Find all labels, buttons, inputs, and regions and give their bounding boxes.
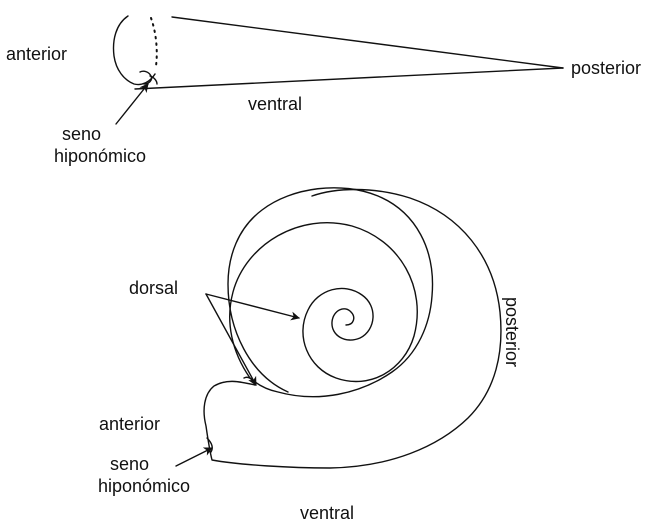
- coiled-shell-inner-spiral: [230, 223, 418, 382]
- coiled-shell-dorsal-arrow-outer: [206, 294, 256, 385]
- coiled-shell-outer-wall: [204, 190, 501, 469]
- coiled-shell-label-dorsal: dorsal: [129, 278, 178, 298]
- orthocone-aperture: [114, 16, 155, 85]
- orthocone-dorsal-edge: [172, 17, 563, 68]
- orthocone-label-anterior: anterior: [6, 44, 67, 64]
- coiled-shell-outer-whorl: [228, 188, 433, 397]
- coiled-shell-sinus-arrow: [176, 448, 212, 466]
- coiled-shell-label-posterior: posterior: [502, 297, 522, 367]
- coiled-shell-diagram: dorsal anterior seno hiponómico ventral …: [98, 188, 522, 523]
- orthocone-label-posterior: posterior: [571, 58, 641, 78]
- orthocone-label-ventral: ventral: [248, 94, 302, 114]
- orthocone-diagram: anterior posterior ventral seno hiponómi…: [6, 16, 641, 166]
- coiled-shell-label-ventral: ventral: [300, 503, 354, 523]
- coiled-shell-label-sinus-line2: hiponómico: [98, 476, 190, 496]
- orthocone-sinus-arrow: [116, 84, 148, 124]
- orthocone-label-sinus-line2: hiponómico: [54, 146, 146, 166]
- orthocone-aperture-dotted-edge: [151, 18, 157, 66]
- coiled-shell-dorsal-arrow-inner: [206, 294, 299, 318]
- orthocone-ventral-edge: [135, 68, 563, 89]
- orthocone-sinus-notch: [140, 71, 157, 84]
- coiled-shell-label-anterior: anterior: [99, 414, 160, 434]
- orthocone-label-sinus-line1: seno: [62, 124, 101, 144]
- coiled-shell-label-sinus-line1: seno: [110, 454, 149, 474]
